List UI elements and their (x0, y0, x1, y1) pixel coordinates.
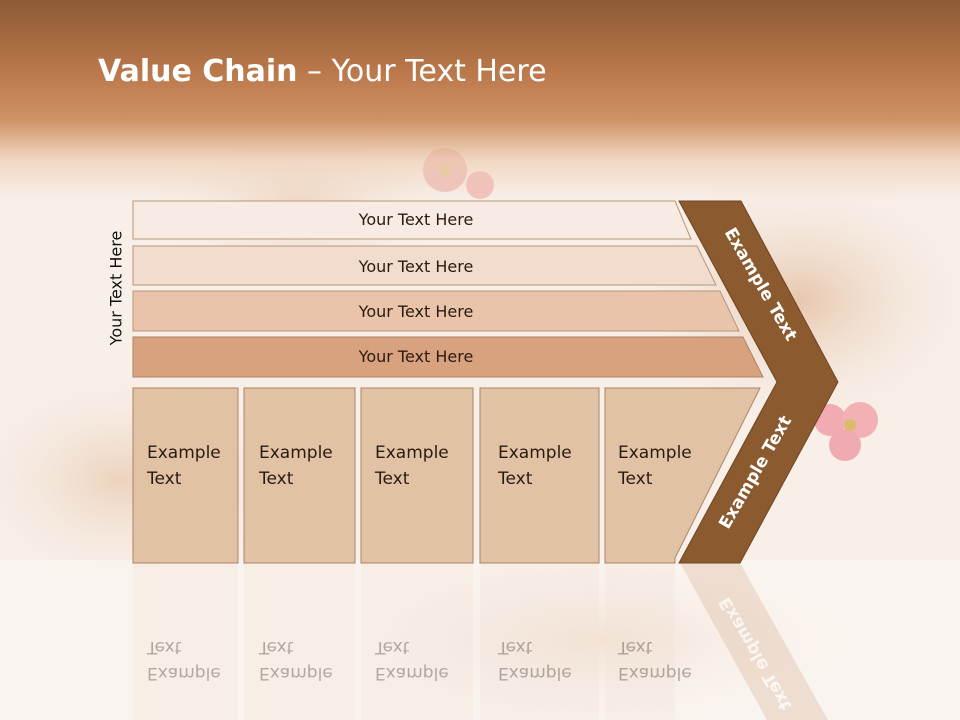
bar-3: Your Text Here (132, 290, 740, 332)
title-rest: – Your Text Here (297, 54, 547, 89)
box-1-line2: Text (146, 469, 182, 489)
title-bold: Value Chain (98, 54, 298, 89)
bar-2-label: Your Text Here (358, 257, 474, 276)
bar-3-label: Your Text Here (358, 302, 474, 321)
reflection-text-4: Example (498, 663, 572, 683)
reflection-text-1b: Text (146, 637, 182, 657)
box-4-line2: Text (497, 469, 533, 489)
box-2-line2: Text (258, 469, 294, 489)
bar-4: Your Text Here (132, 336, 764, 378)
reflection-text-2b: Text (258, 637, 294, 657)
box-1: Example Text (132, 387, 239, 564)
header-band (0, 0, 960, 200)
box-5-line2: Text (617, 469, 653, 489)
bar-1: Your Text Here (132, 200, 692, 240)
box-5: Example Text (604, 387, 761, 564)
reflection-text-3b: Text (374, 637, 410, 657)
box-1-line1: Example (147, 443, 221, 463)
bar-4-label: Your Text Here (358, 347, 474, 366)
box-3: Example Text (360, 387, 474, 564)
box-5-line1: Example (618, 443, 692, 463)
box-4: Example Text (479, 387, 600, 564)
bar-2: Your Text Here (132, 245, 717, 286)
reflection-text-4b: Text (497, 637, 533, 657)
box-2-line1: Example (259, 443, 333, 463)
reflection-text-3: Example (375, 663, 449, 683)
bar-1-label: Your Text Here (358, 210, 474, 229)
reflection-text-5b: Text (617, 637, 653, 657)
reflection: Example Text Example Text Example Text E… (133, 563, 828, 720)
slide-title: Value Chain – Your Text Here (98, 54, 547, 89)
box-3-line2: Text (374, 469, 410, 489)
reflection-text-1: Example (147, 663, 221, 683)
box-2: Example Text (243, 387, 356, 564)
box-3-line1: Example (375, 443, 449, 463)
reflection-text-5: Example (618, 663, 692, 683)
chevron-arrow: Example Text Example Text (678, 200, 839, 564)
box-4-line1: Example (498, 443, 572, 463)
reflection-text-2: Example (259, 663, 333, 683)
